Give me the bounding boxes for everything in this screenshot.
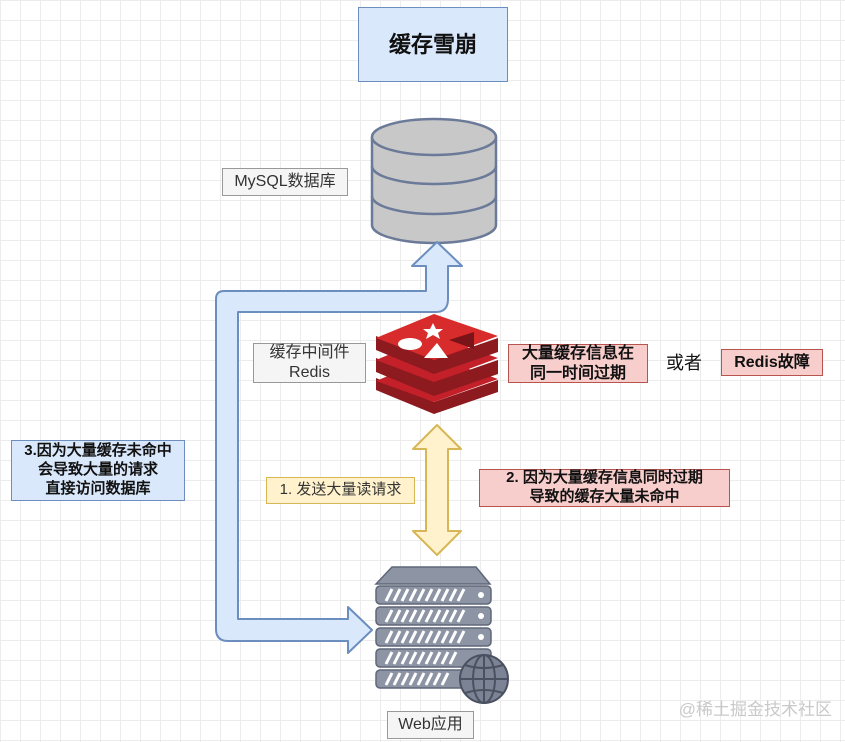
web-app-label: Web应用 — [387, 711, 474, 739]
server-icon — [374, 566, 492, 689]
redis-label-line1: 缓存中间件 — [269, 344, 350, 361]
diagram-title: 缓存雪崩 — [358, 7, 508, 82]
request-arrow — [412, 424, 462, 556]
redis-icon — [376, 314, 498, 414]
or-text: 或者 — [666, 352, 702, 373]
db-access-arrow — [215, 241, 463, 654]
database-icon — [370, 117, 498, 245]
redis-label-line2: Redis — [289, 364, 330, 381]
watermark: @稀土掘金技术社区 — [678, 700, 832, 720]
reason-mass-expiry: 大量缓存信息在 同一时间过期 — [508, 344, 648, 383]
redis-label: 缓存中间件 Redis — [253, 343, 366, 383]
step2-label: 2. 因为大量缓存信息同时过期 导致的缓存大量未命中 — [479, 469, 730, 507]
globe-icon — [459, 654, 509, 704]
reason-redis-failure: Redis故障 — [721, 349, 823, 376]
step3-label: 3.因为大量缓存未命中 会导致大量的请求 直接访问数据库 — [11, 440, 185, 501]
mysql-label: MySQL数据库 — [222, 168, 348, 196]
step1-label: 1. 发送大量读请求 — [266, 477, 415, 504]
